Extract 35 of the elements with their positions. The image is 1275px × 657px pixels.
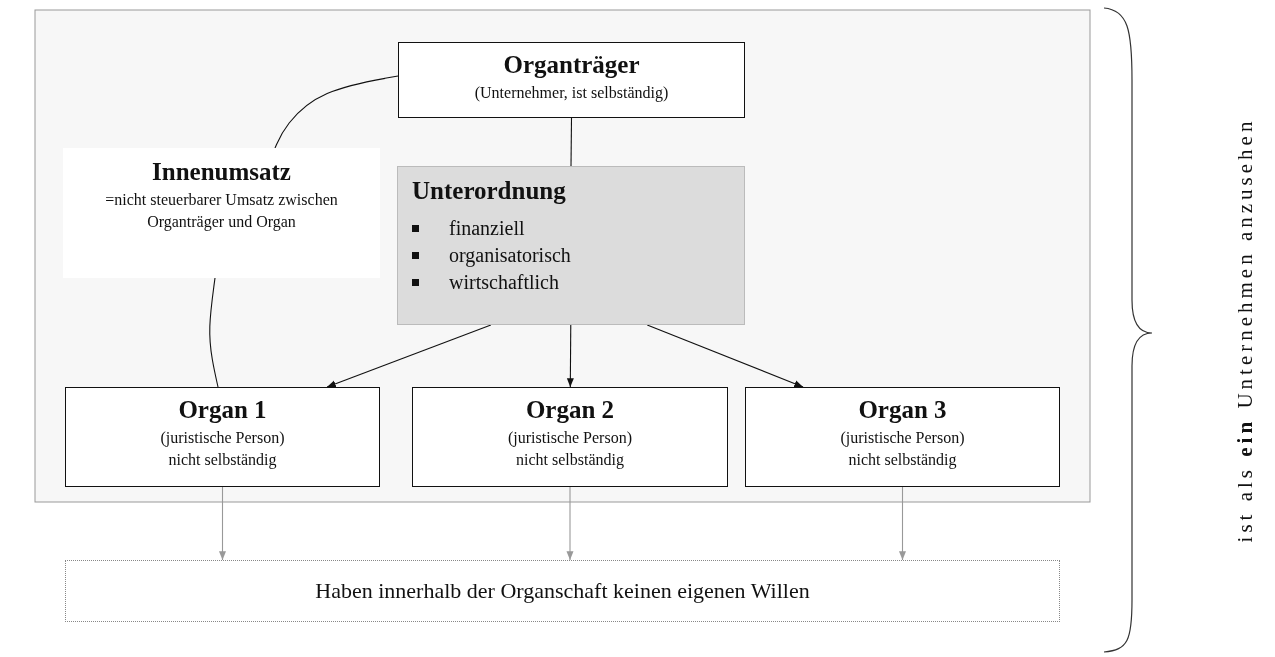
subtitle: nicht selbständig [847, 449, 958, 471]
entity-box [398, 42, 745, 118]
connector-line [274, 75, 399, 149]
connector-line [209, 277, 219, 388]
subtitle: =nicht steuerbarer Umsatz zwischen Organträger und Organ [104, 190, 339, 233]
criterion-text: wirtschaftlich [449, 271, 559, 294]
note-box [63, 148, 380, 278]
arrow [646, 324, 804, 388]
subtitle: (juristische Person) [839, 428, 966, 449]
arrow [566, 486, 574, 561]
arrow [566, 324, 574, 388]
arrow [899, 486, 906, 561]
subtitle: (juristische Person) [159, 428, 286, 449]
criterion-text: finanziell [449, 217, 525, 240]
criteria-box [397, 166, 745, 325]
side-note: ist als ein Unternehmen anzusehen [1232, 117, 1258, 543]
subtitle: nicht selbständig [515, 449, 625, 471]
entity-box [65, 387, 380, 487]
connector-line [570, 117, 573, 167]
heading: Unterordnung [412, 177, 567, 205]
subtitle: (juristische Person) [507, 428, 633, 449]
heading: Organ 1 [177, 396, 268, 424]
heading: Organ 3 [857, 396, 948, 424]
entity-box [412, 387, 728, 487]
arrow [219, 486, 226, 561]
criterion-text: organisatorisch [449, 244, 571, 267]
statement-text: Haben innerhalb der Organschaft keinen eigenen Willen [315, 578, 810, 604]
statement-box [65, 560, 1060, 622]
arrow [326, 324, 492, 388]
entity-box [745, 387, 1060, 487]
subtitle: nicht selbständig [167, 449, 278, 471]
heading: Organträger [502, 51, 641, 79]
subtitle: (Unternehmer, ist selbständig) [473, 83, 670, 104]
heading: Organ 2 [524, 396, 616, 424]
heading: Innenumsatz [151, 158, 292, 186]
